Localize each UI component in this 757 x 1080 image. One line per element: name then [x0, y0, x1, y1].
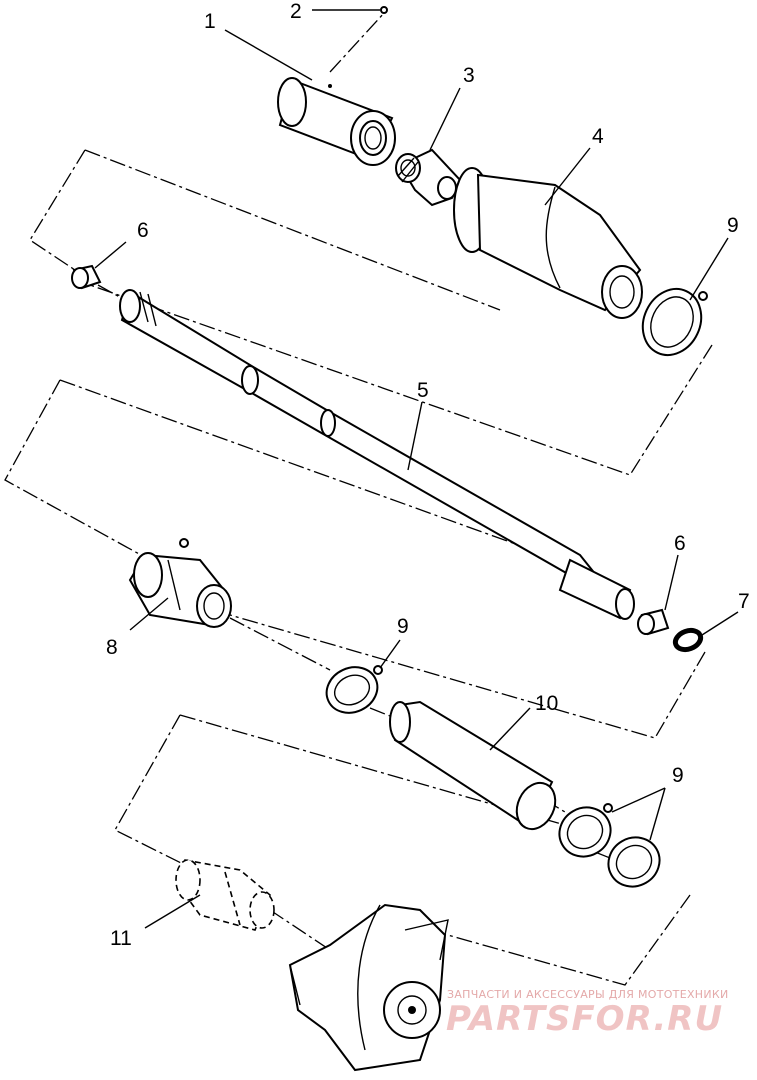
part-3-joint [395, 148, 462, 207]
part-2-screw [312, 6, 388, 14]
callout-9-middle: 9 [397, 615, 409, 638]
part-9-clamps-bottom [558, 803, 661, 888]
callout-9-bottom: 9 [672, 764, 684, 787]
drive-housing [288, 903, 449, 1072]
part-1-sleeve [277, 77, 396, 166]
watermark-tagline: ЗАПЧАСТИ И АКСЕССУАРЫ ДЛЯ МОТОТЕХНИКИ [447, 988, 729, 1001]
callout-8: 8 [106, 636, 118, 659]
callout-1: 1 [204, 10, 216, 33]
callout-4: 4 [592, 125, 604, 148]
part-9-clamp-middle [325, 665, 383, 714]
watermark: ЗАПЧАСТИ И АКСЕССУАРЫ ДЛЯ МОТОТЕХНИКИ PA… [446, 988, 729, 1039]
part-7-o-ring [672, 627, 704, 653]
leader-lines [94, 29, 739, 929]
callout-labels: 1 2 3 4 9 6 5 6 7 8 9 10 9 11 [106, 0, 750, 950]
callout-7: 7 [738, 590, 750, 613]
part-11-phantom [175, 859, 275, 931]
watermark-brand: PARTSFOR.RU [446, 999, 723, 1039]
part-4-boot [453, 167, 643, 319]
callout-5: 5 [417, 379, 429, 402]
part-10-tube [389, 700, 557, 831]
part-5-shaft [119, 289, 635, 620]
callout-10: 10 [535, 692, 558, 715]
callout-3: 3 [463, 64, 475, 87]
callout-2: 2 [290, 0, 302, 23]
part-9-clamp-top [641, 287, 708, 357]
callout-9-top: 9 [727, 214, 739, 237]
part-6-bushing-bottom [637, 608, 670, 636]
callout-6-top: 6 [137, 219, 149, 242]
callout-11: 11 [110, 927, 132, 950]
part-8-coupler [128, 538, 232, 628]
part-6-bushing-top [71, 264, 102, 290]
callout-6-bottom: 6 [674, 532, 686, 555]
